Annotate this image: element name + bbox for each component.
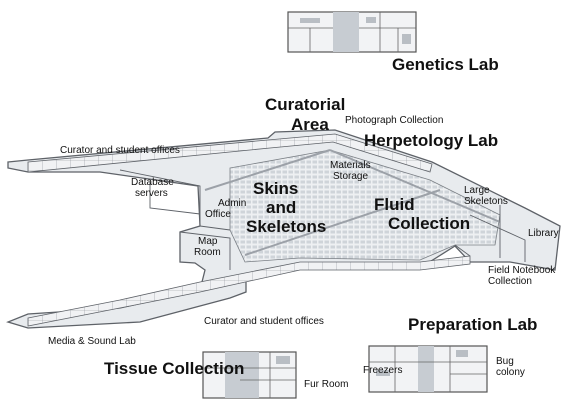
skins-label-line2: and bbox=[266, 198, 296, 217]
genetics-lab-plan bbox=[287, 11, 417, 53]
materials-storage-label-line2: Storage bbox=[333, 171, 368, 182]
map-room-label-line1: Map bbox=[198, 236, 218, 247]
admin-office-label-line1: Admin bbox=[218, 198, 246, 209]
photograph-collection-label: Photograph Collection bbox=[345, 115, 443, 126]
large-skeletons-label-line2: Skeletons bbox=[464, 196, 508, 207]
field-notebook-label-line1: Field Notebook bbox=[488, 265, 556, 276]
tissue-collection-label: Tissue Collection bbox=[104, 359, 244, 378]
skins-label-line3: Skeletons bbox=[246, 217, 326, 236]
database-servers-label-line2: servers bbox=[135, 188, 168, 199]
curator-offices-bottom-label: Curator and student offices bbox=[204, 316, 324, 327]
media-sound-lab-label: Media & Sound Lab bbox=[48, 336, 136, 347]
fur-room-label: Fur Room bbox=[304, 379, 348, 390]
library-label: Library bbox=[528, 228, 559, 239]
database-servers-label-line1: Database bbox=[131, 177, 174, 188]
preparation-lab-label: Preparation Lab bbox=[408, 315, 537, 334]
admin-office-label-line2: Office bbox=[205, 209, 231, 220]
genetics-lab-label: Genetics Lab bbox=[392, 55, 499, 74]
main-building-plan bbox=[6, 129, 561, 329]
preparation-lab-plan bbox=[368, 345, 488, 393]
bug-colony-label-line2: colony bbox=[496, 367, 525, 378]
freezers-label: Freezers bbox=[363, 365, 402, 376]
map-room-label-line2: Room bbox=[194, 247, 221, 258]
materials-storage-label-line1: Materials bbox=[330, 160, 371, 171]
tissue-collection-plan bbox=[202, 351, 297, 399]
fluid-collection-label-line1: Fluid bbox=[374, 195, 415, 214]
skins-label-line1: Skins bbox=[253, 179, 298, 198]
curator-offices-top-label: Curator and student offices bbox=[60, 145, 180, 156]
herpetology-lab-label: Herpetology Lab bbox=[364, 131, 498, 150]
curatorial-label-line1: Curatorial bbox=[265, 95, 345, 114]
bug-colony-label-line1: Bug bbox=[496, 356, 514, 367]
field-notebook-label-line2: Collection bbox=[488, 276, 532, 287]
large-skeletons-label-line1: Large bbox=[464, 185, 490, 196]
fluid-collection-label-line2: Collection bbox=[388, 214, 470, 233]
curatorial-label-line2: Area bbox=[291, 115, 329, 134]
